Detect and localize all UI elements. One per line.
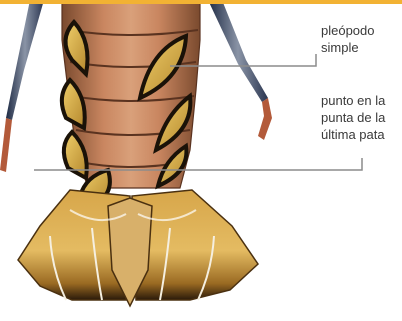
label-pleopod: pleópodo simple xyxy=(321,22,401,56)
label-leg-tip-line-1: punto en la xyxy=(321,92,401,109)
label-pleopod-line-2: simple xyxy=(321,39,401,56)
accent-bar-shape xyxy=(0,0,402,4)
label-leg-tip-line-2: punta de la xyxy=(321,109,401,126)
label-leg-tip: punto en la punta de la última pata xyxy=(321,92,401,143)
label-pleopod-line-1: pleópodo xyxy=(321,22,401,39)
label-leg-tip-line-3: última pata xyxy=(321,126,401,143)
tail-fan xyxy=(18,190,258,306)
